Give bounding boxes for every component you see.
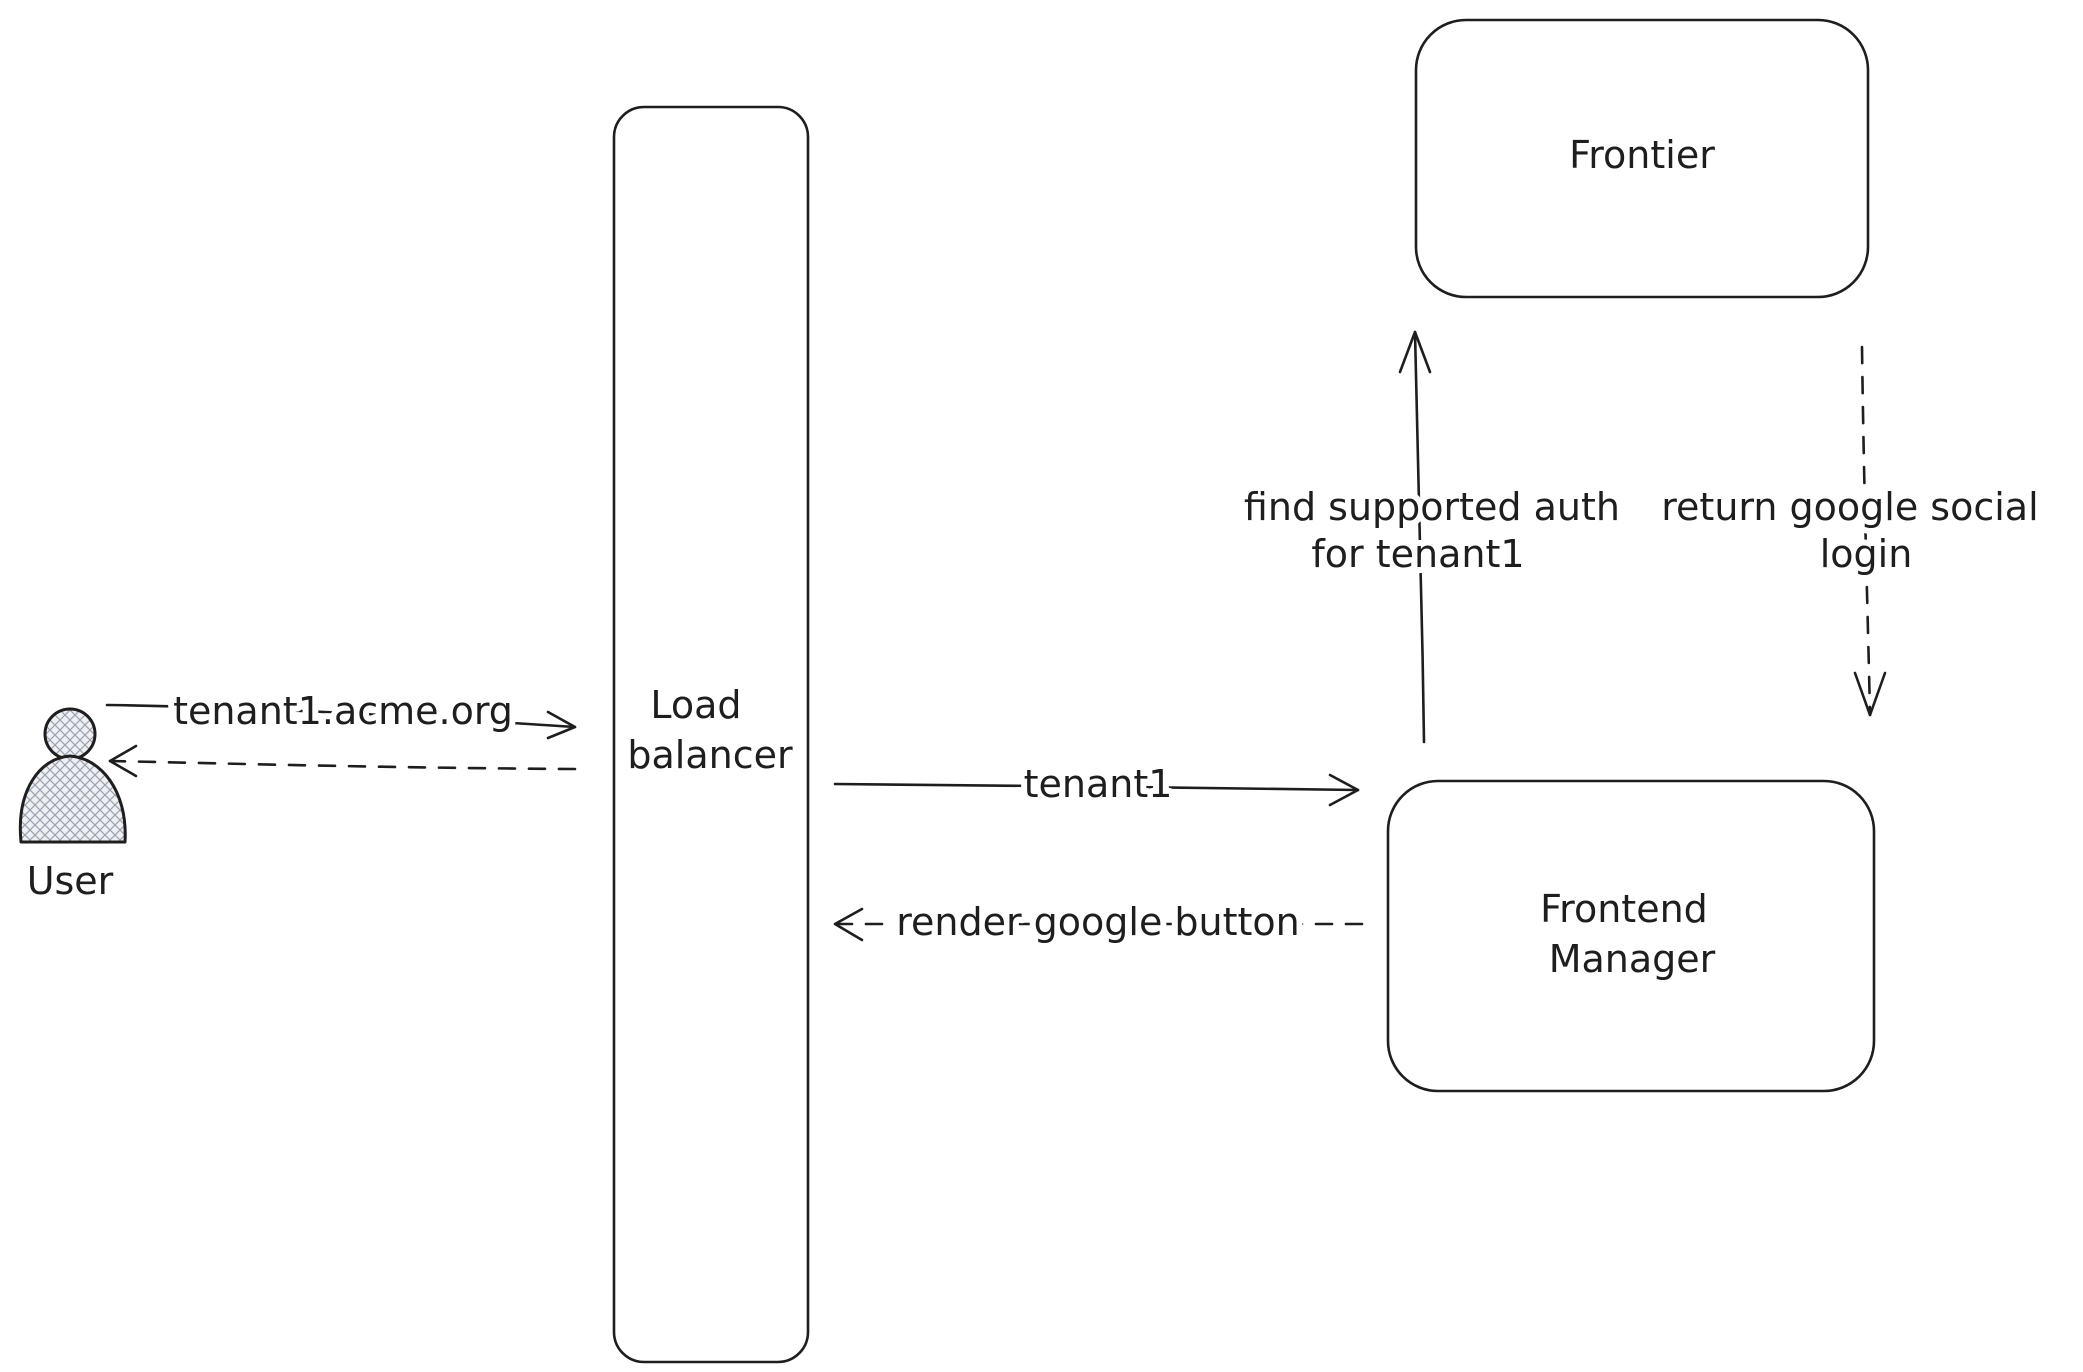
arrowhead-icon — [1853, 671, 1887, 717]
edge-load-balancer-to-frontend-manager-label: tenant1 — [1024, 762, 1173, 806]
edge-line — [105, 703, 577, 729]
edge-frontier-to-frontend-manager: return google social login — [1655, 345, 2050, 717]
edge-user-to-load-balancer-label: tenant1.acme.org — [173, 689, 513, 733]
user-label: User — [27, 859, 114, 903]
edge-frontend-manager-to-frontier: find supported auth for tenant1 — [1238, 330, 1632, 744]
user-actor: User — [18, 707, 127, 903]
frontend-manager-node: Frontend Manager — [1386, 779, 1876, 1093]
edge-frontend-manager-to-frontier-label: find supported auth for tenant1 — [1244, 485, 1632, 576]
edge-frontend-manager-to-load-balancer: render google button — [833, 894, 1364, 950]
frontier-label: Frontier — [1569, 133, 1715, 177]
load-balancer-node: Load balancer — [612, 105, 810, 1364]
edge-frontend-manager-to-load-balancer-label: render google button — [896, 900, 1300, 944]
frontend-manager-box — [1386, 779, 1876, 1093]
user-head-icon — [43, 707, 97, 761]
edge-line — [1413, 330, 1426, 744]
load-balancer-label: Load balancer — [627, 683, 793, 777]
edge-frontier-to-frontend-manager-label: return google social login — [1661, 485, 2050, 576]
edge-line — [1860, 345, 1872, 717]
edge-line — [833, 782, 1360, 792]
edge-load-balancer-to-frontend-manager: tenant1 — [833, 756, 1360, 812]
arrowhead-icon — [546, 710, 577, 740]
frontend-manager-label: Frontend Manager — [1540, 887, 1720, 981]
edge-load-balancer-to-user — [108, 744, 577, 778]
edge-line — [108, 759, 577, 771]
arrowhead-icon — [108, 744, 138, 778]
frontier-box — [1414, 18, 1870, 299]
user-body-icon — [18, 754, 127, 844]
arrowhead-icon — [833, 907, 864, 942]
load-balancer-box — [612, 105, 810, 1364]
frontier-node: Frontier — [1414, 18, 1870, 299]
arrowhead-icon — [1398, 330, 1432, 374]
arrowhead-icon — [1328, 773, 1360, 807]
edge-user-to-load-balancer: tenant1.acme.org — [105, 683, 577, 740]
